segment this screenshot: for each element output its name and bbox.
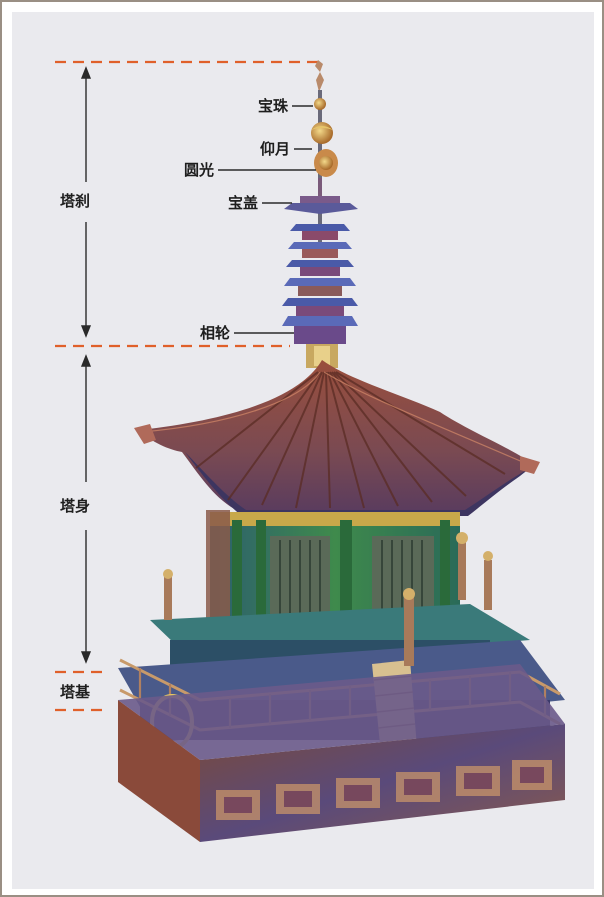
rings-label: 相轮: [200, 324, 231, 342]
ring-stack: [282, 224, 358, 368]
base-platform-illustration: [118, 664, 565, 842]
base-zone-label: 塔基: [60, 682, 91, 702]
leader-lines: [218, 105, 316, 334]
jewel-label: 宝珠: [258, 97, 289, 115]
canopy-label: 宝盖: [228, 194, 259, 212]
halo-label: 圆光: [184, 161, 215, 179]
body-zone-label: 塔身: [60, 496, 91, 516]
spire-zone-label: 塔刹: [60, 191, 91, 211]
crescent-label: 仰月: [260, 140, 291, 158]
dimension-arrows: [80, 66, 92, 664]
zone-dividers: [55, 60, 318, 712]
roof-illustration: [134, 360, 540, 516]
spire-illustration: [282, 60, 358, 368]
